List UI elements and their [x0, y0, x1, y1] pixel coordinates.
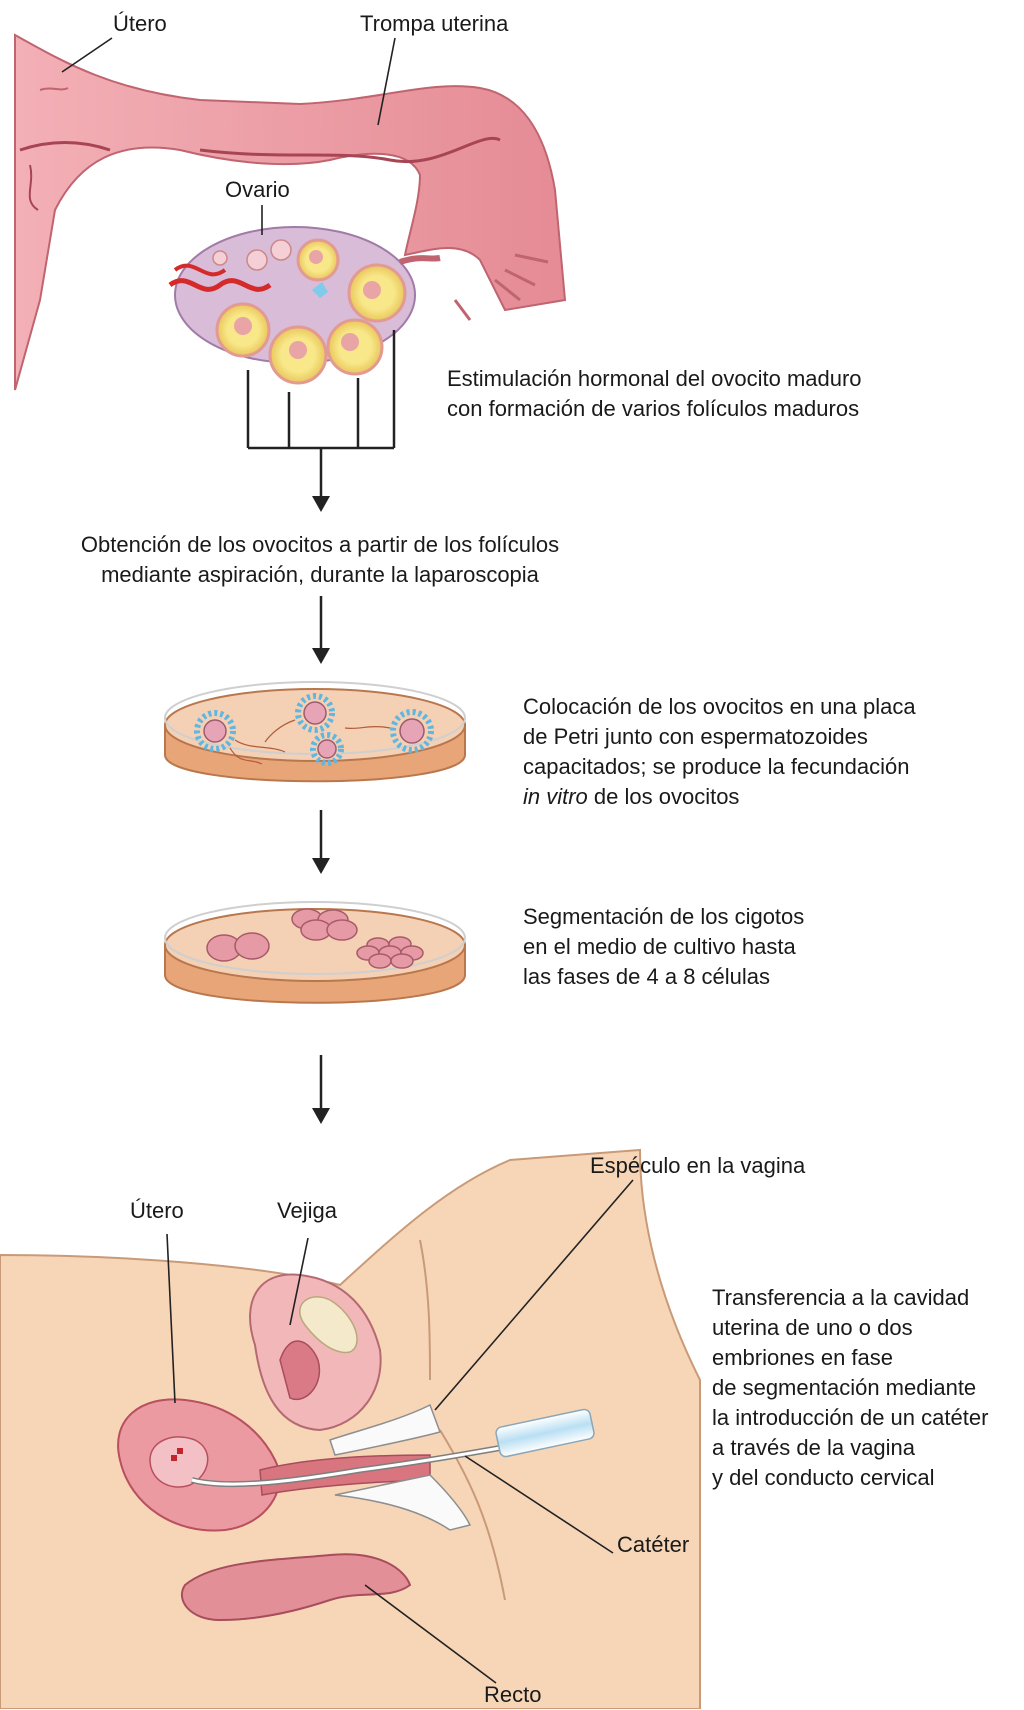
uterus-tube-illustration — [14, 33, 567, 391]
step-line: in vitro de los ovocitos — [523, 782, 916, 812]
step-cleavage: Segmentación de los cigotos en el medio … — [523, 902, 804, 992]
step-line: la introducción de un catéter — [712, 1405, 989, 1430]
syringe-icon — [495, 1408, 595, 1458]
ovary — [168, 226, 441, 385]
aspiration-bracket — [246, 330, 396, 500]
step-line: uterina de uno o dos — [712, 1315, 913, 1340]
petri-dish-cleavage — [164, 901, 466, 1004]
step-line: Segmentación de los cigotos — [523, 904, 805, 929]
arrow-down-icon — [312, 858, 330, 874]
pelvic-section — [0, 1148, 701, 1709]
step-line: con formación de varios folículos maduro… — [447, 396, 860, 421]
label-especulo: Espéculo en la vagina — [590, 1153, 806, 1178]
step-line: de Petri junto con espermatozoides — [523, 724, 868, 749]
arrow-down-icon — [312, 496, 330, 512]
in-vitro-italic: in vitro — [523, 784, 588, 809]
step-line: de segmentación mediante — [712, 1375, 977, 1400]
step-line: en el medio de cultivo hasta — [523, 934, 796, 959]
petri-dish-fertilization — [164, 681, 466, 783]
step-line-rest: de los ovocitos — [587, 784, 740, 809]
step-retrieval: Obtención de los ovocitos a partir de lo… — [40, 530, 600, 590]
step-line: Transferencia a la cavidad — [712, 1285, 970, 1310]
step-transfer: Transferencia a la cavidad uterina de un… — [712, 1283, 988, 1493]
step-line: las fases de 4 a 8 células — [523, 964, 771, 989]
step-stimulation: Estimulación hormonal del ovocito maduro… — [447, 364, 862, 424]
step-line: Estimulación hormonal del ovocito maduro — [447, 366, 862, 391]
arrow-down-icon — [312, 1108, 330, 1124]
step-line: embriones en fase — [712, 1345, 893, 1370]
label-utero-bottom: Útero — [130, 1198, 184, 1223]
label-cateter: Catéter — [617, 1532, 690, 1557]
label-pointer-lines — [61, 37, 634, 1684]
step-fertilization: Colocación de los ovocitos en una placa … — [523, 692, 916, 812]
step-line: mediante aspiración, durante la laparosc… — [101, 562, 539, 587]
step-line: y del conducto cervical — [712, 1465, 935, 1490]
label-ovario: Ovario — [225, 177, 290, 202]
label-utero-top: Útero — [113, 11, 167, 36]
step-line: capacitados; se produce la fecundación — [523, 754, 910, 779]
step-line: Obtención de los ovocitos a partir de lo… — [80, 532, 560, 557]
label-trompa-uterina: Trompa uterina — [360, 11, 509, 36]
step-line: a través de la vagina — [712, 1435, 916, 1460]
label-vejiga: Vejiga — [277, 1198, 337, 1223]
label-recto: Recto — [484, 1682, 542, 1707]
arrow-down-icon — [312, 648, 330, 664]
step-line: Colocación de los ovocitos en una placa — [523, 694, 916, 719]
